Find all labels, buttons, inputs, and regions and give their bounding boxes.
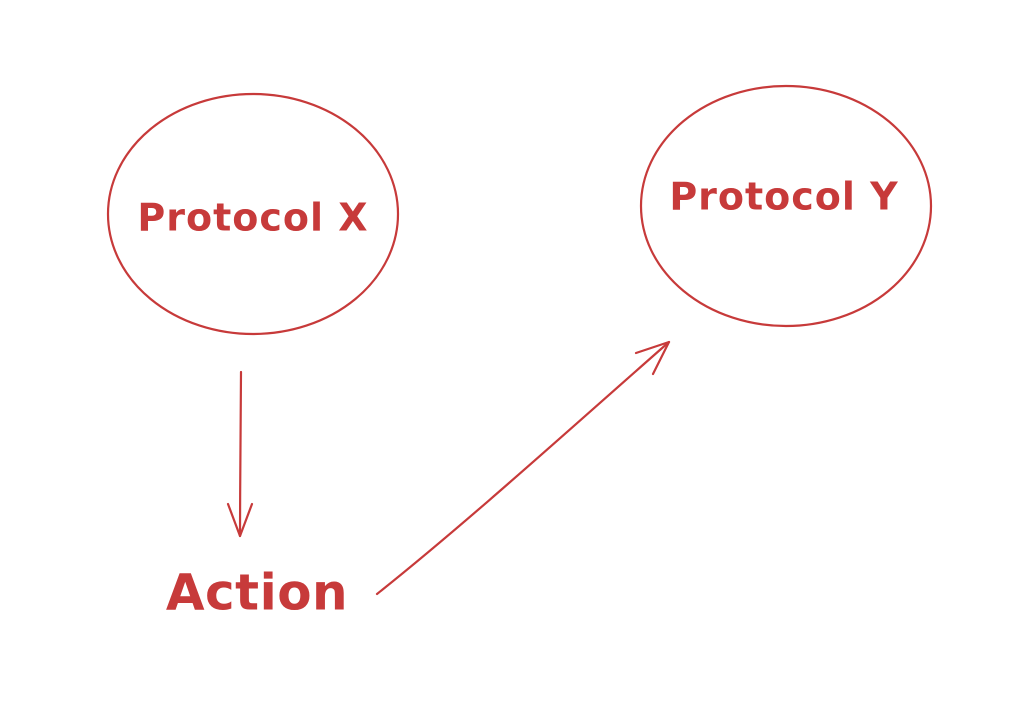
protocol-x-ellipse bbox=[106, 92, 400, 336]
action-label: Action bbox=[166, 564, 348, 622]
arrowhead-up-right-icon bbox=[634, 340, 671, 376]
edge-action-to-protocol-y bbox=[375, 340, 671, 596]
edge-protocol-x-to-action bbox=[226, 370, 254, 538]
protocol-x-label: Protocol X bbox=[137, 196, 368, 240]
action-node[interactable]: Action bbox=[166, 564, 348, 622]
arrowhead-down-icon bbox=[226, 502, 254, 538]
protocol-y-node[interactable]: Protocol Y bbox=[639, 84, 933, 328]
protocol-y-ellipse bbox=[639, 84, 933, 328]
arrow-shaft bbox=[375, 340, 671, 596]
protocol-y-label: Protocol Y bbox=[669, 175, 898, 219]
protocol-x-node[interactable]: Protocol X bbox=[106, 92, 400, 336]
arrow-shaft bbox=[238, 370, 243, 538]
